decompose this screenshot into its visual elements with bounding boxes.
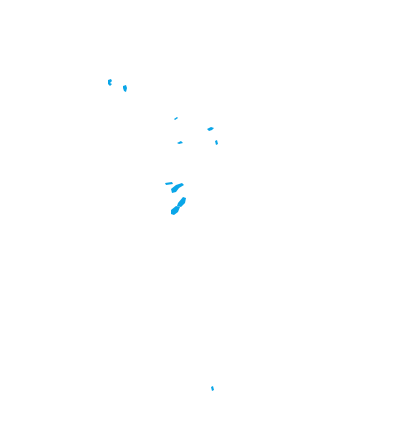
- fragment-9: [177, 197, 186, 207]
- fragment-5: [177, 141, 183, 144]
- fragment-11: [211, 386, 214, 391]
- fragment-7: [165, 182, 173, 185]
- fragment-4: [207, 127, 214, 131]
- fragment-1: [108, 79, 112, 86]
- fragment-3: [174, 117, 178, 120]
- fragment-2: [123, 85, 127, 92]
- fragment-6: [215, 140, 218, 145]
- fragment-8: [171, 183, 184, 193]
- fragment-10: [171, 206, 180, 215]
